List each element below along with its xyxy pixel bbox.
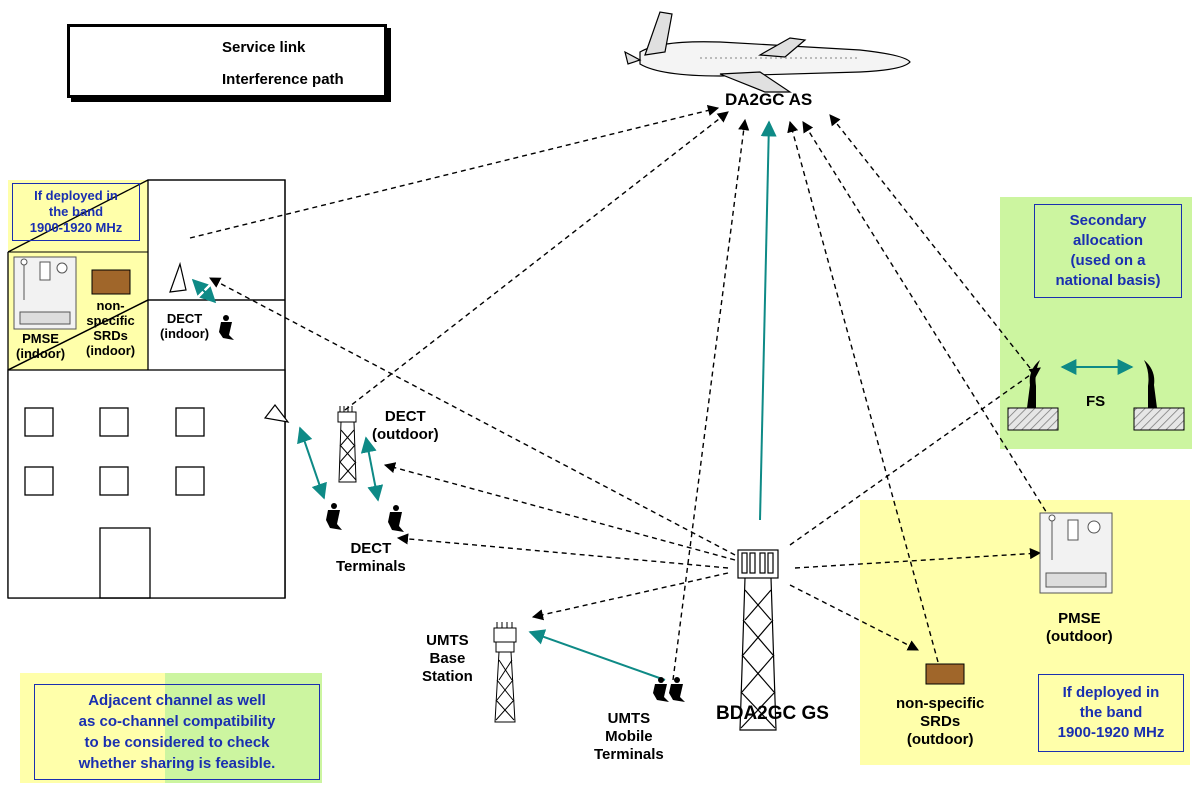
aircraft-icon xyxy=(624,11,911,93)
interference-paths xyxy=(189,104,1061,681)
service-links xyxy=(191,120,1134,681)
pmse-indoor-label: PMSE(indoor) xyxy=(16,331,66,361)
ground-station-tower-icon xyxy=(737,549,779,731)
dect-terminal-icon-1 xyxy=(326,503,342,530)
legend: Service link Interference path xyxy=(67,24,387,98)
pmse-indoor-icon xyxy=(13,256,77,330)
building xyxy=(7,179,286,599)
umts-mobile-terminal-icon xyxy=(653,677,685,702)
ground-station-label: BDA2GC GS xyxy=(716,703,829,724)
dect-indoor-base-icon xyxy=(169,261,187,293)
outdoor-band-zone xyxy=(860,500,1190,765)
pmse-outdoor-icon xyxy=(1039,512,1113,594)
aircraft-label: DA2GC AS xyxy=(725,90,813,109)
adjacent-note-bg xyxy=(20,673,322,783)
fs-label: FS xyxy=(1086,393,1106,410)
umts-base-tower-icon xyxy=(493,622,517,723)
dect-wall-base-icon xyxy=(263,404,290,423)
dect-terminal-icon-2 xyxy=(388,505,404,532)
dect-outdoor-tower-icon xyxy=(337,406,357,483)
legend-service-link: Service link xyxy=(222,39,306,56)
pmse-outdoor-label: PMSE(outdoor) xyxy=(1046,610,1113,645)
dect-indoor-terminal-icon xyxy=(219,315,234,340)
dect-indoor-label: DECT(indoor) xyxy=(160,311,210,341)
fs-antenna-right-icon xyxy=(1133,360,1185,431)
dect-outdoor-label: DECT(outdoor) xyxy=(372,408,439,443)
srd-outdoor-icon xyxy=(925,663,965,685)
srd-indoor-icon xyxy=(91,269,131,295)
srd-indoor-label: non-specific SRDs(indoor) xyxy=(86,298,136,358)
legend-interference-path: Interference path xyxy=(222,71,344,88)
fs-antenna-left-icon xyxy=(1007,360,1059,431)
